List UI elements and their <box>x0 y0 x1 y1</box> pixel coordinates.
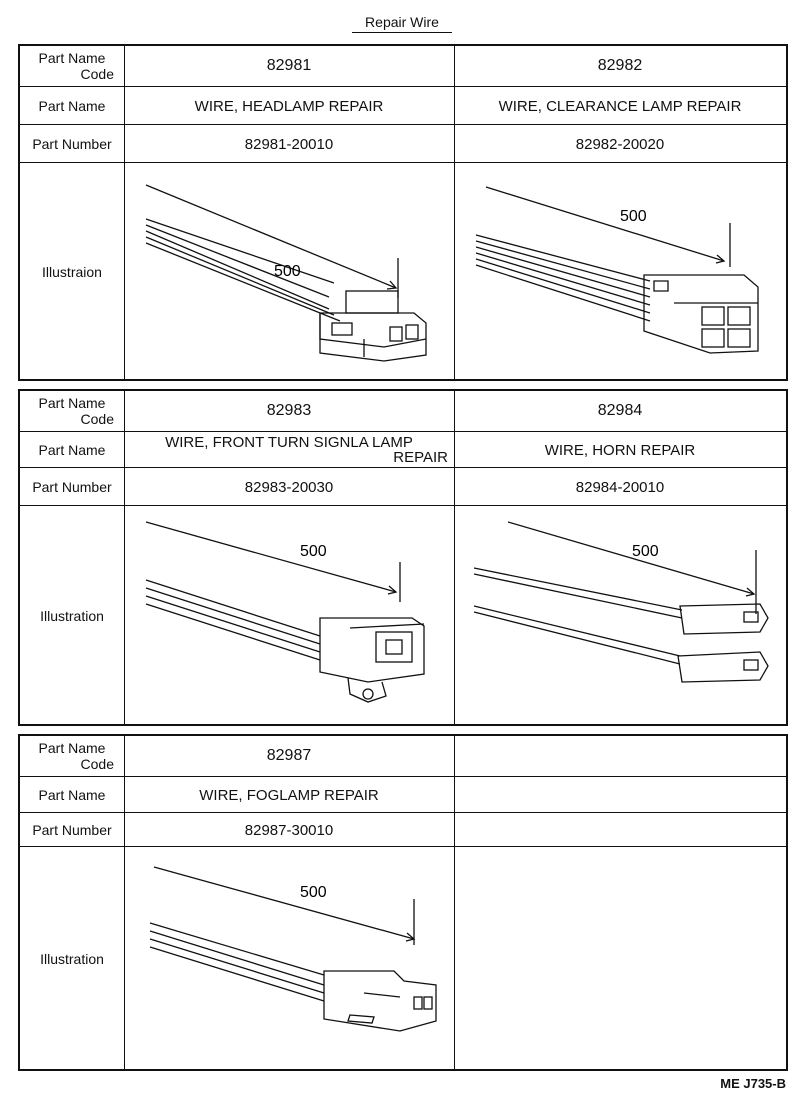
part-name-line1: WIRE, FRONT TURN SIGNLA LAMP <box>165 434 413 451</box>
number-row: Part Number 82981-20010 82982-20020 <box>20 124 786 163</box>
illustration-cell-empty <box>454 847 786 1070</box>
document-code: ME J735-B <box>720 1076 786 1091</box>
part-name: WIRE, HEADLAMP REPAIR <box>124 87 455 125</box>
illustration-label: Illustration <box>20 847 125 1070</box>
illustration-cell: 500 <box>124 847 455 1070</box>
part-code: 82981 <box>124 46 455 86</box>
horn-terminals-illustration: 500 <box>473 521 769 683</box>
length-label: 500 <box>620 208 647 225</box>
part-name: WIRE, HORN REPAIR <box>544 441 696 459</box>
illustration-cell: 500 <box>454 506 786 725</box>
part-code: 82983 <box>124 391 455 431</box>
part-code: 82987 <box>124 736 455 776</box>
part-name-label: Part Name <box>20 432 125 468</box>
turn-signal-connector-illustration: 500 <box>145 521 425 703</box>
part-name-code-label: Part Name Code <box>20 736 125 776</box>
part-name-label: Part Name <box>20 777 125 813</box>
part-number: 82983-20030 <box>124 468 455 506</box>
number-row: Part Number 82987-30010 <box>20 812 786 847</box>
part-number: 82987-30010 <box>124 813 455 847</box>
length-label: 500 <box>274 263 301 280</box>
clearance-lamp-connector-illustration: 500 <box>475 186 759 354</box>
parts-table-3: Part Name Code 82987 Part Name WIRE, FOG… <box>18 734 788 1071</box>
number-row: Part Number 82983-20030 82984-20010 <box>20 467 786 506</box>
part-name-code-label: Part Name Code <box>20 46 125 86</box>
headlamp-connector-illustration: 500 <box>145 184 427 362</box>
length-label: 500 <box>300 543 327 560</box>
part-number: 82982-20020 <box>575 135 665 153</box>
name-row: Part Name WIRE, HEADLAMP REPAIR WIRE, CL… <box>20 86 786 125</box>
part-number: 82984-20010 <box>575 478 665 496</box>
part-number-label: Part Number <box>20 468 125 506</box>
part-code <box>454 736 786 776</box>
length-label: 500 <box>300 884 327 901</box>
part-name-label: Part Name <box>20 87 125 125</box>
illustration-cell: 500 <box>454 163 786 380</box>
part-number-label: Part Number <box>20 125 125 163</box>
part-number: 82981-20010 <box>124 125 455 163</box>
code-row: Part Name Code 82983 82984 <box>20 391 786 431</box>
parts-table-2: Part Name Code 82983 82984 Part Name WIR… <box>18 389 788 726</box>
part-name <box>454 777 786 813</box>
part-name: WIRE, CLEARANCE LAMP REPAIR <box>498 97 742 115</box>
illustration-label: Illustraion <box>20 163 125 380</box>
illustration-label: Illustration <box>20 506 125 725</box>
name-row: Part Name WIRE, FOGLAMP REPAIR <box>20 776 786 813</box>
page-title: Repair Wire <box>352 14 452 33</box>
part-name: WIRE, FRONT TURN SIGNLA LAMP REPAIR <box>124 432 455 468</box>
length-label: 500 <box>632 543 659 560</box>
foglamp-connector-illustration: 500 <box>149 866 437 1032</box>
parts-table-1: Part Name Code 82981 82982 Part Name WIR… <box>18 44 788 381</box>
part-name-line2: REPAIR <box>393 449 448 466</box>
illustration-row: Illustration 500 <box>20 846 786 1070</box>
part-name-code-label: Part Name Code <box>20 391 125 431</box>
part-code: 82982 <box>597 57 643 74</box>
code-row: Part Name Code 82987 <box>20 736 786 776</box>
name-row: Part Name WIRE, FRONT TURN SIGNLA LAMP R… <box>20 431 786 468</box>
part-name: WIRE, FOGLAMP REPAIR <box>124 777 455 813</box>
part-number <box>454 813 786 847</box>
illustration-cell: 500 <box>124 163 455 380</box>
illustration-cell: 500 <box>124 506 455 725</box>
part-code: 82984 <box>597 402 643 419</box>
code-row: Part Name Code 82981 82982 <box>20 46 786 86</box>
illustration-row: Illustration 500 <box>20 505 786 725</box>
part-number-label: Part Number <box>20 813 125 847</box>
illustration-row: Illustraion 500 <box>20 162 786 380</box>
